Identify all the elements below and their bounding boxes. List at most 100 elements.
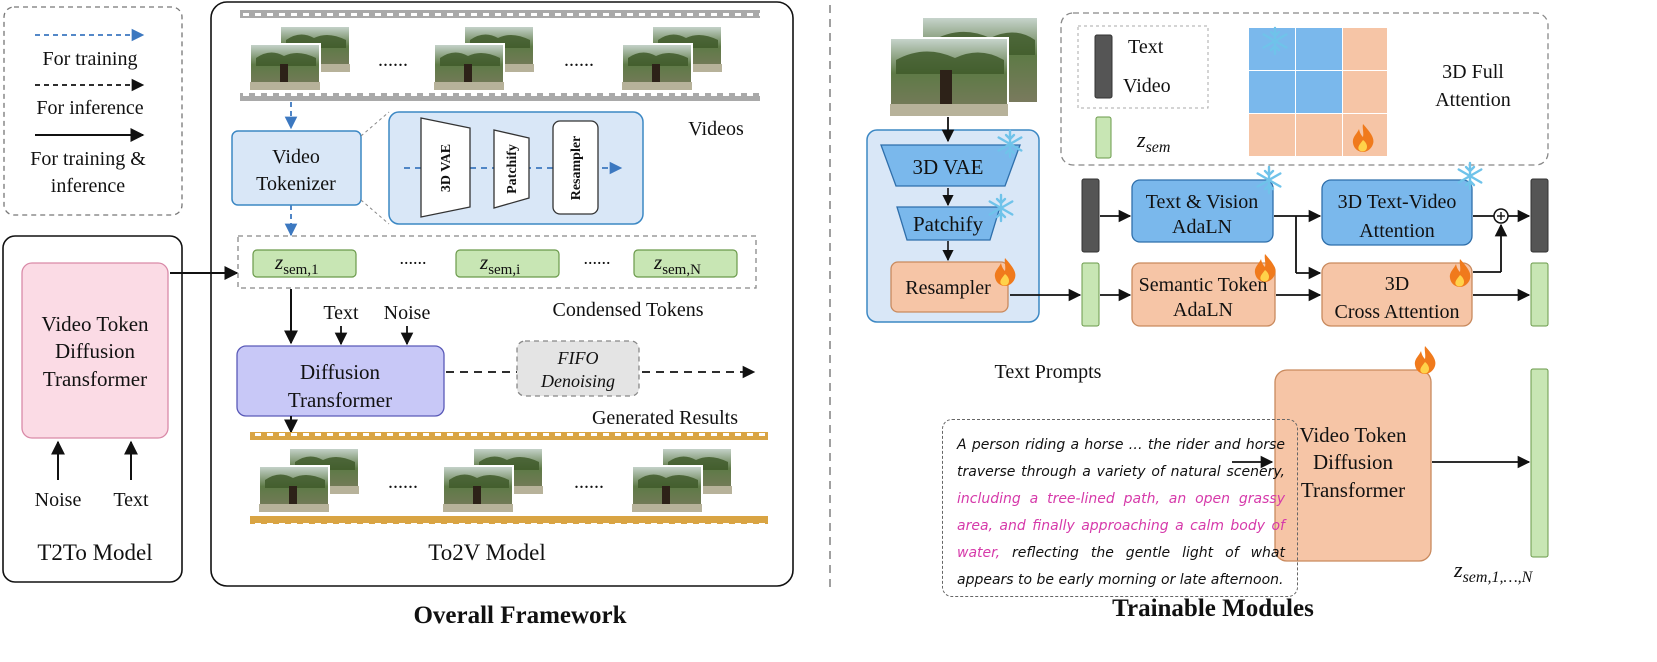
detail-3d-vae-label: 3D VAE: [439, 144, 454, 192]
overall-framework-title: Overall Framework: [413, 602, 626, 629]
input-text-video-bar: [1081, 178, 1100, 253]
trainable-modules-title: Trainable Modules: [1112, 595, 1314, 622]
trainable-3d-vae-label: 3D VAE: [913, 155, 984, 179]
detail-resampler-box: [552, 120, 599, 215]
cross-attention-block: [1321, 262, 1473, 327]
video-tokenizer-box: [231, 130, 362, 206]
fifo-line2: Denoising: [540, 371, 615, 391]
input-zsem-bar: [1081, 262, 1100, 327]
video-ellipsis-2: ......: [564, 49, 594, 71]
diffusion-line1: Diffusion: [300, 360, 381, 384]
vtdt-fire-icon: [1414, 346, 1436, 374]
t2to-box-line1: Video Token: [41, 312, 149, 336]
legend-inference-label: For inference: [36, 97, 143, 119]
attention-legend-box: Text Video zsem 3D Full Attention: [1060, 12, 1549, 166]
trainable-video-token-dt-block: [1274, 369, 1432, 562]
generated-results-label: Generated Results: [592, 407, 738, 429]
diffusion-transformer-box: [236, 345, 445, 417]
output-text-video-bar: [1530, 178, 1549, 253]
legend-training-label: For training: [43, 48, 138, 70]
trainable-resampler-label: Resampler: [905, 277, 991, 299]
condensed-tokens-box: [237, 235, 757, 289]
output-zsem-bar: [1530, 262, 1549, 327]
vtdt-line2: Diffusion: [1313, 450, 1394, 474]
token-z-1-label: zsem,1: [274, 250, 319, 278]
video-token-diffusion-transformer-box: [21, 262, 169, 439]
detail-patchify-trapezoid: [493, 129, 530, 209]
videos-label: Videos: [688, 118, 744, 140]
st-adaln-line2: AdaLN: [1173, 299, 1233, 321]
ca-line2: Cross Attention: [1334, 301, 1459, 323]
prompt-text-part2: reflecting the gentle light of what appe…: [957, 545, 1285, 588]
trainable-patchify-block: [896, 206, 1001, 241]
output-zsem-label: zsem,1,…,N: [1453, 557, 1534, 586]
token-z-sem-i: [455, 249, 560, 278]
diffusion-line2: Transformer: [288, 388, 392, 412]
legend-both-line2: inference: [51, 175, 126, 197]
attention-label-line1: 3D Full: [1442, 61, 1504, 83]
tv-adaln-line1: Text & Vision: [1146, 191, 1259, 213]
detail-3d-vae-trapezoid: [420, 117, 471, 218]
zsem-legend-bar: [1095, 116, 1112, 159]
trainable-3d-vae-block: [880, 144, 1021, 187]
tva-line1: 3D Text-Video: [1338, 191, 1457, 213]
trainable-patchify-label: Patchify: [913, 212, 983, 236]
token-z-i-label: zsem,i: [479, 250, 520, 278]
generated-ellipsis-1: ......: [388, 471, 418, 493]
st-adaln-fire-icon: [1254, 254, 1276, 282]
token-z-sem-n: [633, 249, 738, 278]
fifo-denoising-box: [516, 340, 640, 397]
token-z-sem-1: [252, 249, 357, 278]
tv-adaln-line2: AdaLN: [1172, 216, 1232, 238]
to2v-text-label: Text: [323, 302, 359, 324]
t2to-box-line2: Diffusion: [55, 339, 136, 363]
output-zsem-tokens-bar: [1530, 368, 1549, 558]
text-video-legend-bar: [1094, 34, 1113, 99]
video-ellipsis-1: ......: [378, 49, 408, 71]
input-video-frames: [250, 26, 722, 90]
film-strip-bottom-upper: [250, 432, 768, 440]
vtdt-line1: Video Token: [1299, 423, 1407, 447]
film-strip-top-lower: [240, 93, 760, 101]
semantic-token-adaln-block: [1131, 262, 1276, 327]
tokenizer-line1: Video: [272, 146, 320, 168]
detail-resampler-label: Resampler: [569, 136, 584, 201]
vtdt-line3: Transformer: [1301, 478, 1405, 502]
prompt-text-part1: A person riding a horse … the rider and …: [957, 437, 1285, 480]
tva-line2: Attention: [1359, 220, 1435, 242]
condensed-tokens-label: Condensed Tokens: [553, 299, 704, 321]
tokenizer-line2: Tokenizer: [256, 173, 336, 195]
legend-video-label: Video: [1123, 75, 1171, 97]
legend-box: For training For inference For training …: [3, 6, 183, 216]
token-ellipsis-2: ......: [584, 248, 611, 268]
t2to-caption: T2To Model: [37, 540, 152, 565]
ca-line1: 3D: [1385, 273, 1409, 295]
trainable-input-frames: [889, 16, 1039, 117]
trainable-resampler-block: [890, 261, 1009, 313]
to2v-noise-label: Noise: [384, 302, 431, 324]
text-video-attention-block: [1321, 179, 1473, 246]
attention-label-line2: Attention: [1435, 89, 1511, 111]
text-prompt-box: A person riding a horse … the rider and …: [942, 419, 1298, 597]
t2to-box-line3: Transformer: [43, 367, 147, 391]
to2v-caption: To2V Model: [428, 540, 545, 565]
token-z-n-label: zsem,N: [653, 250, 701, 278]
legend-text-label: Text: [1128, 36, 1164, 58]
text-prompts-label: Text Prompts: [995, 361, 1102, 383]
attention-grid: [1249, 28, 1387, 156]
film-strip-top-upper: [240, 10, 760, 18]
film-strip-bottom-lower: [250, 516, 768, 524]
detail-patchify-label: Patchify: [505, 144, 520, 194]
t2to-model-panel: Video Token Diffusion Transformer Noise …: [2, 235, 183, 583]
token-ellipsis-1: ......: [400, 248, 427, 268]
text-vision-adaln-block: [1131, 179, 1274, 243]
fifo-line1: FIFO: [557, 348, 599, 368]
t2to-text-label: Text: [113, 489, 149, 511]
generated-ellipsis-2: ......: [574, 471, 604, 493]
legend-both-line1: For training &: [30, 148, 146, 170]
legend-zsem-label: zsem: [1136, 127, 1170, 156]
prompt-text-highlight: including a tree-lined path, an open gra…: [957, 491, 1285, 561]
t2to-noise-label: Noise: [35, 489, 82, 511]
st-adaln-line1: Semantic Token: [1139, 274, 1268, 296]
